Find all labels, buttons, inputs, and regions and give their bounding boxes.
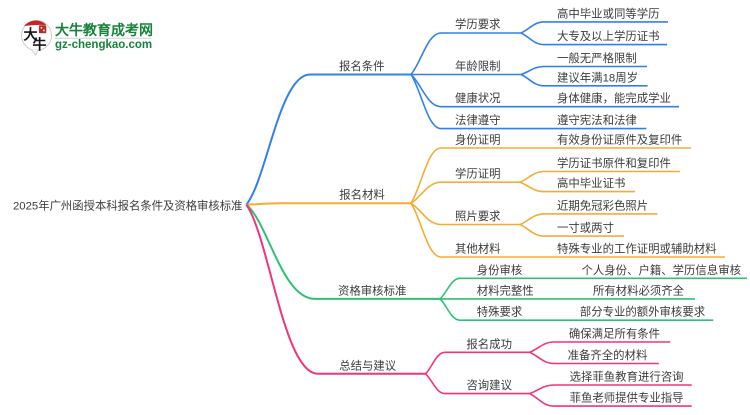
svg-text:学历证明: 学历证明 (455, 167, 501, 181)
svg-text:报名条件: 报名条件 (339, 59, 385, 73)
svg-text:特殊专业的工作证明或辅助材料: 特殊专业的工作证明或辅助材料 (557, 242, 716, 256)
svg-text:所有材料必须齐全: 所有材料必须齐全 (593, 283, 685, 297)
svg-text:遵守宪法和法律: 遵守宪法和法律 (557, 113, 637, 127)
svg-text:照片要求: 照片要求 (455, 210, 501, 223)
svg-text:健康状况: 健康状况 (455, 91, 501, 105)
svg-text:报名材料: 报名材料 (339, 188, 385, 202)
svg-text:高中毕业证书: 高中毕业证书 (557, 176, 625, 190)
svg-text:大: 大 (24, 27, 38, 43)
svg-text:部分专业的额外审核要求: 部分专业的额外审核要求 (580, 305, 706, 319)
svg-text:其他材料: 其他材料 (455, 242, 501, 256)
svg-text:一寸或两寸: 一寸或两寸 (557, 221, 614, 235)
svg-text:学历要求: 学历要求 (455, 17, 501, 31)
svg-text:特殊要求: 特殊要求 (477, 305, 523, 319)
svg-text:咨询建议: 咨询建议 (466, 378, 512, 392)
svg-text:大牛教育成考网: 大牛教育成考网 (55, 22, 153, 38)
svg-text:有效身份证原件及复印件: 有效身份证原件及复印件 (557, 133, 682, 147)
svg-text:高中毕业或同等学历: 高中毕业或同等学历 (557, 6, 660, 20)
svg-text:牛: 牛 (33, 36, 47, 52)
svg-text:法律遵守: 法律遵守 (455, 113, 501, 127)
svg-text:学历证书原件和复印件: 学历证书原件和复印件 (557, 156, 671, 170)
svg-text:总结与建议: 总结与建议 (339, 358, 397, 372)
svg-text:近期免冠彩色照片: 近期免冠彩色照片 (557, 198, 648, 212)
svg-text:选择菲鱼教育进行咨询: 选择菲鱼教育进行咨询 (570, 370, 684, 384)
svg-text:2025年广州函授本科报名条件及资格审核标准: 2025年广州函授本科报名条件及资格审核标准 (13, 199, 242, 213)
svg-text:个人身份、户籍、学历信息审核: 个人身份、户籍、学历信息审核 (582, 263, 741, 277)
svg-text:建议年满18周岁: 建议年满18周岁 (557, 70, 638, 84)
svg-text:材料完整性: 材料完整性 (477, 283, 534, 297)
svg-text:报名成功: 报名成功 (466, 337, 512, 351)
svg-text:gz-chengkao.com: gz-chengkao.com (55, 39, 152, 51)
svg-text:确保满足所有条件: 确保满足所有条件 (569, 327, 660, 341)
svg-text:身体健康，能完成学业: 身体健康，能完成学业 (557, 91, 671, 105)
svg-text:一般无严格限制: 一般无严格限制 (557, 51, 637, 65)
svg-text:大专及以上学历证书: 大专及以上学历证书 (557, 29, 660, 43)
svg-text:年龄限制: 年龄限制 (455, 59, 501, 73)
svg-text:菲鱼老师提供专业指导: 菲鱼老师提供专业指导 (570, 391, 684, 405)
svg-text:身份证明: 身份证明 (455, 133, 501, 147)
svg-text:身份审核: 身份审核 (477, 263, 523, 277)
svg-text:资格审核标准: 资格审核标准 (338, 283, 406, 297)
svg-text:准备齐全的材料: 准备齐全的材料 (568, 348, 648, 362)
